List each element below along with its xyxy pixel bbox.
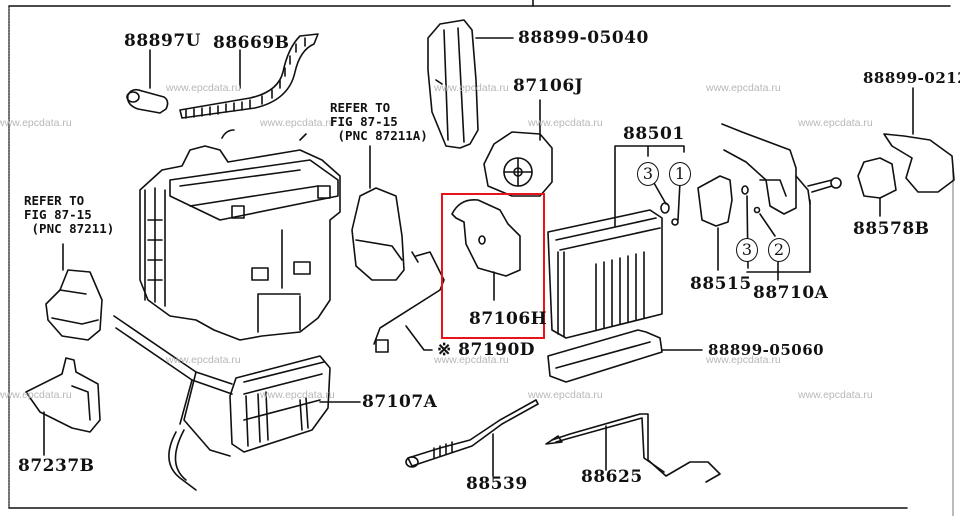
part-88669B-drawing — [179, 33, 319, 119]
part-88899-05060-drawing — [547, 329, 703, 383]
part-label-87106H[interactable]: 87106H — [469, 309, 548, 329]
part-label-88897U[interactable]: 88897U — [124, 31, 201, 51]
part-88539-drawing — [405, 399, 539, 477]
watermark: www.epcdata.ru — [706, 82, 781, 94]
part-label-88669B[interactable]: 88669B — [213, 33, 290, 53]
watermark: www.epcdata.ru — [798, 389, 873, 401]
part-label-88899-0212[interactable]: 88899-0212 — [863, 69, 960, 87]
part-label-87190D[interactable]: ※ 87190D — [437, 340, 536, 360]
part-88899-0212-drawing — [883, 87, 955, 193]
part-87190D-drawing — [373, 251, 445, 353]
center-duct-drawing — [351, 187, 405, 281]
part-88578B-drawing — [857, 157, 897, 217]
callout-circle-1: 1 — [669, 162, 691, 186]
reference-note-center: REFER TO FIG 87-15 (PNC 87211A) — [330, 100, 428, 143]
part-87106H-drawing — [451, 198, 521, 301]
part-label-88515[interactable]: 88515 — [690, 274, 752, 294]
watermark: www.epcdata.ru — [434, 354, 509, 366]
part-88501-drawing — [547, 145, 685, 339]
part-87237B-drawing — [25, 357, 101, 456]
callout-circle-2: 2 — [768, 238, 790, 262]
part-label-87107A[interactable]: 87107A — [362, 392, 438, 412]
part-87106J-drawing — [483, 99, 553, 197]
callout-circle-3: 3 — [736, 238, 758, 262]
left-duct-drawing — [45, 269, 103, 341]
part-label-87237B[interactable]: 87237B — [18, 456, 95, 476]
reference-note-left: REFER TO FIG 87-15 (PNC 87211) — [24, 193, 115, 236]
part-label-87106J[interactable]: 87106J — [513, 76, 584, 96]
part-88897U-drawing — [126, 49, 169, 114]
part-label-88578B[interactable]: 88578B — [853, 219, 930, 239]
part-88899-05040-drawing — [427, 19, 514, 149]
part-88515-drawing — [697, 175, 733, 271]
watermark: www.epcdata.ru — [166, 82, 241, 94]
callout-circle-3: 3 — [637, 162, 659, 186]
watermark: www.epcdata.ru — [0, 389, 72, 401]
part-87107A-drawing — [113, 315, 361, 491]
watermark: www.epcdata.ru — [260, 117, 335, 129]
watermark: www.epcdata.ru — [260, 389, 335, 401]
part-label-88625[interactable]: 88625 — [581, 467, 643, 487]
watermark: www.epcdata.ru — [528, 389, 603, 401]
part-88625-drawing — [545, 413, 721, 483]
diagram-frame — [8, 0, 954, 516]
watermark: www.epcdata.ru — [798, 117, 873, 129]
watermark: www.epcdata.ru — [0, 117, 72, 129]
part-label-88501[interactable]: 88501 — [623, 124, 685, 144]
heater-case-drawing — [139, 129, 341, 341]
part-88710A-drawing — [721, 123, 842, 281]
part-label-88539[interactable]: 88539 — [466, 474, 528, 494]
watermark: www.epcdata.ru — [706, 354, 781, 366]
part-label-88899-05040[interactable]: 88899-05040 — [518, 28, 649, 48]
part-label-88899-05060[interactable]: 88899-05060 — [708, 341, 825, 359]
highlight-box-87106H — [441, 193, 545, 339]
watermark: www.epcdata.ru — [166, 354, 241, 366]
watermark: www.epcdata.ru — [434, 82, 509, 94]
part-label-88710A[interactable]: 88710A — [753, 283, 829, 303]
watermark: www.epcdata.ru — [528, 117, 603, 129]
